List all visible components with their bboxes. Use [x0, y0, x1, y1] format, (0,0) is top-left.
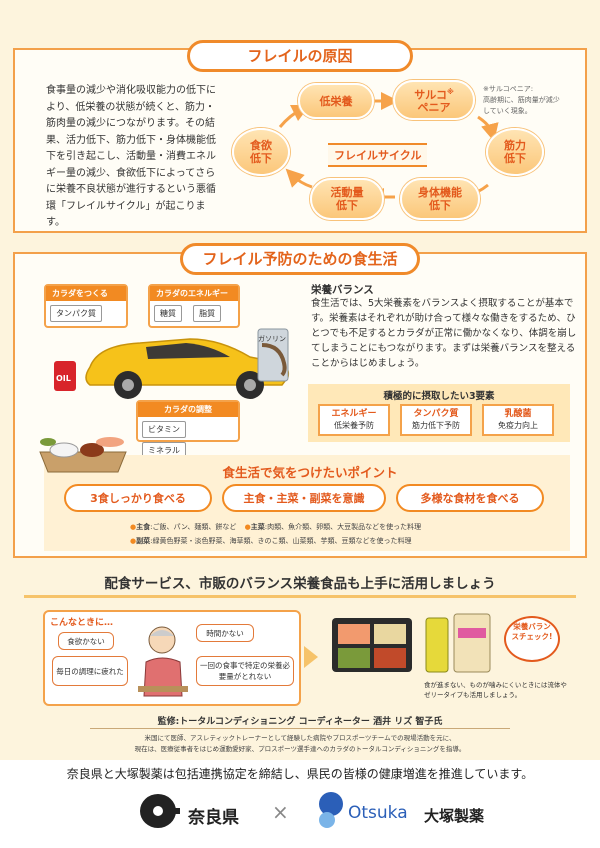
prevention-title: フレイル予防のための食生活 [180, 243, 420, 275]
node-sarcopenia-label-2: ペニア [417, 101, 451, 115]
bubble-tired-cooking: 毎日の調理に疲れた [52, 656, 128, 686]
check-label: 栄養バランスチェック! [511, 622, 553, 641]
arrow-right-icon [304, 646, 318, 668]
body-build-tag: カラダをつくる タンパク質 [44, 284, 128, 328]
sarcopenia-note: ※サルコペニア: 高齢期に、筋肉量が減少していく現象。 [483, 84, 565, 117]
bubble-no-time: 時間かない [196, 624, 254, 642]
vitamin-chip: ビタミン [142, 421, 186, 438]
legend-row-2: ●副菜:緑黄色野菜・淡色野菜、海草類、きのこ類、山菜類、芋類、豆類などを使った料… [130, 537, 412, 545]
supervisor-detail-2: 現在は、医療従事者をはじめ運動愛好家、プロスポーツ選手達へのカラダのトータルコン… [134, 745, 466, 753]
legend-row-1: ●主食:ご飯、パン、麺類、餅など ●主菜:肉類、魚介類、卵類、大豆製品などを使っ… [130, 523, 422, 531]
adjust-head: カラダの調整 [138, 402, 238, 417]
point-staple-main-side: 主食・主菜・副菜を意識 [222, 484, 386, 512]
car-illustration [54, 328, 290, 399]
nutrition-products-illustration [425, 613, 491, 673]
legend-staple-label: 主食 [136, 523, 151, 531]
node-appetite-label-2: 低下 [250, 152, 272, 165]
footer-statement: 奈良県と大塚製薬は包括連携協定を締結し、県民の皆様の健康増進を推進しています。 [66, 767, 534, 781]
otsuka-jp-label: 大塚製薬 [424, 807, 485, 825]
service-title: 配食サービス、市販のバランス栄養食品も上手に活用しましょう [24, 572, 576, 598]
factor-protein: タンパク質 筋力低下予防 [400, 404, 472, 436]
node-sarcopenia: サルコ※ ペニア [393, 80, 475, 120]
node-undernutrition: 低栄養 [298, 83, 374, 119]
cause-body: 食事量の減少や消化吸収能力の低下により、低栄養の状態が続くと、筋力・筋肉量の減少… [46, 85, 216, 228]
oil-label: OIL [56, 374, 71, 383]
node-activity: 活動量 低下 [310, 178, 384, 220]
bubble-specific-nutrients: 一回の食事で特定の栄養必要量がとれない [196, 656, 294, 686]
nara-label: 奈良県 [188, 808, 239, 828]
times-symbol: × [272, 800, 289, 824]
body-build-head: カラダをつくる [46, 286, 126, 301]
supervisor-divider [90, 728, 510, 729]
balance-title: 栄養バランス [311, 284, 374, 296]
sugar-chip: 糖質 [154, 305, 182, 322]
supervisor-detail-1: 米国にて医師、アスレティックトレーナーとして経験した病院やプロスポーツチームでの… [144, 734, 456, 742]
node-physical-label-1: 身体機能 [418, 186, 462, 199]
node-muscle-label-1: 筋力 [504, 139, 526, 152]
node-physical-label-2: 低下 [429, 199, 451, 212]
node-activity-label-2: 低下 [336, 199, 358, 212]
adjust-tag: カラダの調整 ビタミン ミネラル [136, 400, 240, 459]
factor-protein-name: タンパク質 [413, 409, 459, 419]
node-undernutrition-label: 低栄養 [319, 94, 353, 108]
cycle-center-label: フレイルサイクル [328, 143, 428, 167]
factor-lactic-effect: 免疫力向上 [498, 421, 538, 430]
gasoline-label: ガソリン [258, 335, 286, 343]
legend-staple-text: :ご飯、パン、麺類、餅など [150, 523, 237, 531]
products-caption: 食が進まない、ものが噛みにくいときには流体やゼリータイプも活用しましょう。 [424, 681, 567, 699]
factor-energy-effect: 低栄養予防 [334, 421, 374, 430]
node-appetite-label-1: 食欲 [250, 139, 272, 152]
node-muscle-label-2: 低下 [504, 152, 526, 165]
note-line-2: 高齢期に、筋肉量が減少していく現象。 [483, 96, 560, 115]
factor-lactic-name: 乳酸菌 [504, 409, 532, 419]
node-muscle: 筋力 低下 [486, 128, 544, 176]
energy-tag: カラダのエネルギー 糖質 脂質 [148, 284, 240, 328]
fat-chip: 脂質 [193, 305, 222, 322]
otsuka-logo-icon [319, 792, 343, 828]
otsuka-en-label: Otsuka [348, 803, 408, 823]
meal-tray-illustration [39, 437, 127, 473]
node-appetite: 食欲 低下 [232, 128, 290, 176]
legend-side-label: 副菜 [136, 537, 151, 545]
node-physical: 身体機能 低下 [400, 178, 480, 220]
factor-energy: エネルギー 低栄養予防 [318, 404, 390, 436]
protein-chip: タンパク質 [50, 305, 102, 322]
nara-emblem-icon [140, 794, 180, 828]
legend-main-label: 主菜 [250, 523, 265, 531]
node-activity-label-1: 活動量 [330, 186, 364, 199]
node-sarcopenia-mark: ※ [446, 87, 454, 96]
factor-energy-name: エネルギー [331, 409, 377, 419]
energy-head: カラダのエネルギー [150, 286, 238, 301]
point-diverse-foods: 多様な食材を食べる [396, 484, 544, 512]
bubble-no-appetite: 食欲かない [58, 632, 114, 650]
legend-side-text: :緑黄色野菜・淡色野菜、海草類、きのこ類、山菜類、芋類、豆類などを使った料理 [150, 537, 412, 545]
elderly-person-illustration [138, 626, 188, 697]
factor-protein-effect: 筋力低下予防 [412, 421, 460, 430]
situation-head: こんなときに… [50, 618, 114, 628]
factors-title: 積極的に摂取したい3要素 [383, 391, 495, 402]
point-three-meals: 3食しっかり食べる [64, 484, 212, 512]
points-title: 食生活で気をつけたいポイント [222, 465, 398, 480]
supervisor-line: 監修:トータルコンディショニング コーディネーター 酒井 リズ 智子氏 [157, 717, 443, 727]
bento-illustration [332, 618, 412, 672]
factor-lactic: 乳酸菌 免疫力向上 [482, 404, 554, 436]
balance-body: 食生活では、5大栄養素をバランスよく摂取することが基本です。栄養素はそれぞれが助… [311, 298, 577, 369]
legend-main-text: :肉類、魚介類、卵類、大豆製品などを使った料理 [264, 523, 422, 531]
note-line-1: ※サルコペニア: [483, 85, 534, 93]
check-badge [504, 616, 560, 662]
cause-title: フレイルの原因 [187, 40, 413, 72]
node-sarcopenia-label-1: サルコ [414, 88, 447, 102]
